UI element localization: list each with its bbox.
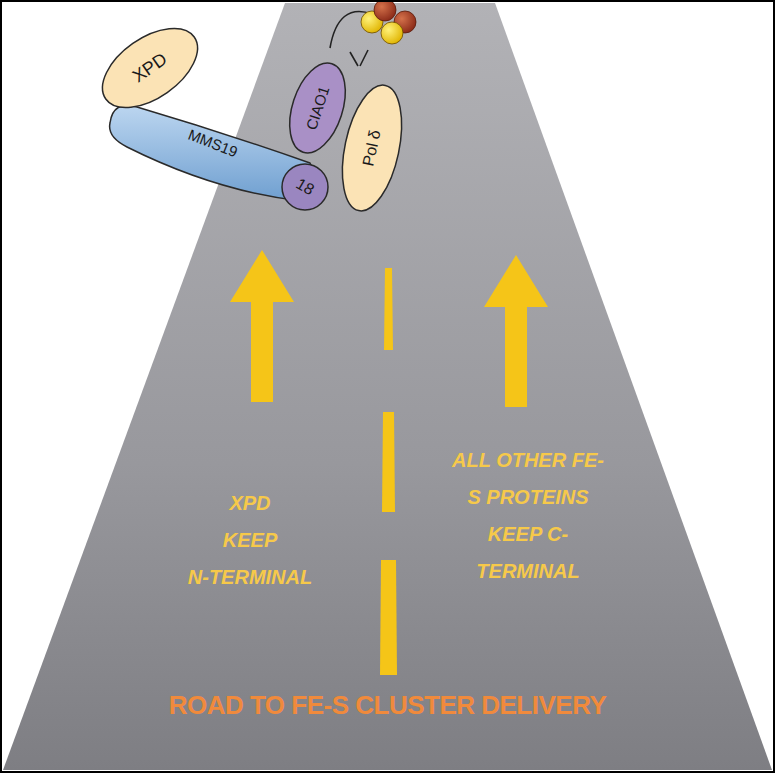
sulfur-atom — [381, 22, 403, 44]
ellipse-outline — [89, 12, 212, 123]
center-dash — [382, 412, 395, 512]
diagram-title: ROAD TO FE-S CLUSTER DELIVERY — [0, 690, 775, 721]
up-arrow — [230, 250, 294, 402]
up-arrow — [484, 255, 548, 407]
ellipse-outline — [279, 56, 355, 160]
arrow-ticks — [350, 50, 368, 66]
ellipse-outline — [332, 80, 411, 216]
iron-atom — [374, 0, 396, 21]
center-dash — [380, 560, 397, 675]
ellipse-outline — [282, 164, 328, 210]
protein-shape: 18 — [281, 163, 329, 211]
road — [3, 3, 772, 770]
road-label: XPD KEEP N-TERMINAL — [185, 485, 315, 596]
center-dash — [384, 268, 393, 350]
road-label: ALL OTHER FE-S PROTEINS KEEP C-TERMINAL — [448, 442, 608, 590]
